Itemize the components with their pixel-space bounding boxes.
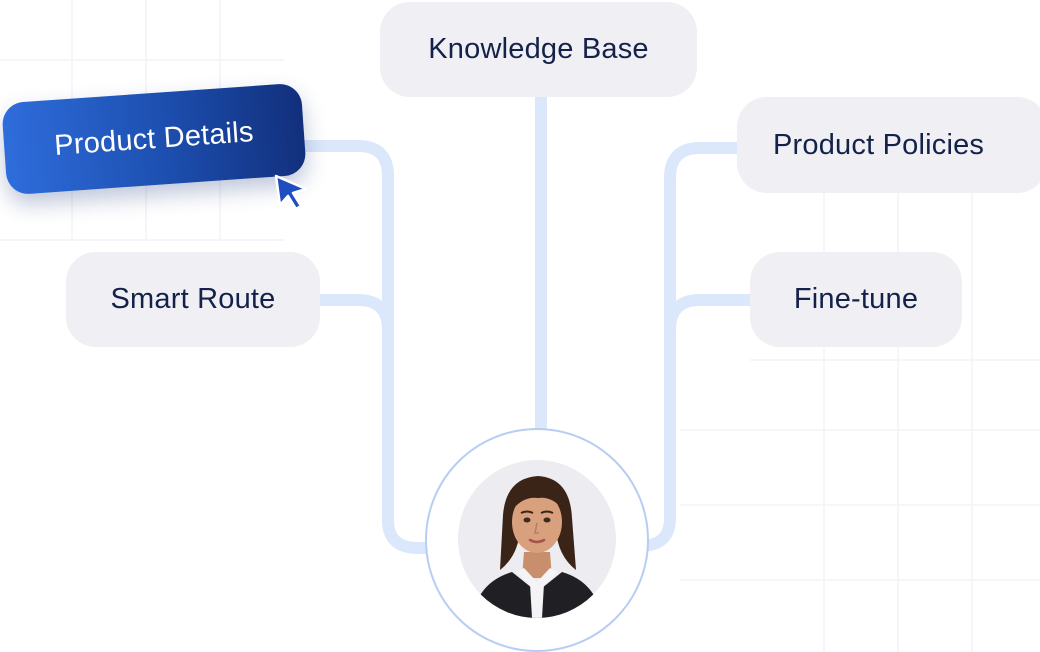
node-knowledge-base-label: Knowledge Base <box>428 33 649 65</box>
node-fine-tune-label: Fine-tune <box>793 283 919 315</box>
mouse-pointer-icon <box>274 174 308 211</box>
agent-avatar-icon <box>472 476 602 618</box>
connector-product-details <box>298 140 446 554</box>
node-smart-route-label: Smart Route <box>110 283 276 315</box>
connector-fine-tune <box>664 294 756 406</box>
node-product-policies[interactable]: Product Policies <box>737 97 1040 193</box>
node-product-details-label: Product Details <box>53 115 255 162</box>
node-fine-tune[interactable]: Fine-tune <box>750 252 962 347</box>
connector-product-policies <box>618 142 743 552</box>
node-knowledge-base[interactable]: Knowledge Base <box>380 2 697 97</box>
node-smart-route[interactable]: Smart Route <box>66 252 320 347</box>
node-product-policies-label: Product Policies <box>773 128 985 161</box>
agent-avatar[interactable] <box>458 460 616 618</box>
connector-smart-route <box>314 294 394 406</box>
